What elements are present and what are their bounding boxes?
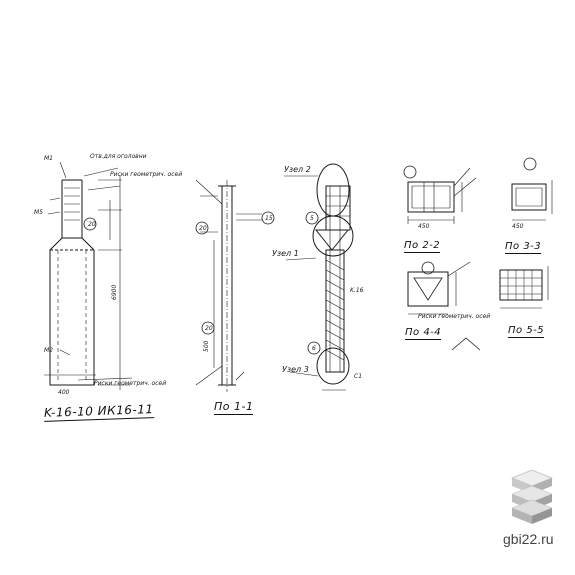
view-1-1-caption: По 1-1 <box>214 400 254 415</box>
note-axes-top: Риски геометрич. осей <box>110 171 182 178</box>
node-top-label: Узел 2 <box>284 165 311 174</box>
note-axes-bottom: Риски геометрич. осей <box>94 380 166 387</box>
node-mid-label: Узел 1 <box>272 249 299 258</box>
label-c1: C1 <box>354 373 362 380</box>
dim-width-1: 400 <box>58 389 70 396</box>
dim-width-2: 450 <box>418 223 430 230</box>
dim-height: 6900 <box>111 285 118 300</box>
reinforcement-cage <box>284 163 354 391</box>
dim-small: 500 <box>203 340 210 352</box>
section-2-2 <box>407 167 477 224</box>
section-3-3-caption: По 3-3 <box>505 241 542 254</box>
circ-15: 15 <box>265 215 273 222</box>
dim-width-3: 450 <box>512 223 524 230</box>
note-axes-right: Риски геометрич. осей <box>418 313 490 320</box>
note-head-opening: Отв.для оголовни <box>90 153 147 160</box>
label-m2: M2 <box>44 347 53 354</box>
section-3-3 <box>511 180 553 221</box>
circ-20-b: 20 <box>199 225 207 232</box>
section-5-5 <box>451 266 549 351</box>
section-4-4 <box>407 261 471 315</box>
section-4-4-caption: По 4-4 <box>405 327 442 340</box>
circ-5: 5 <box>310 215 314 222</box>
callout-circles <box>83 157 537 355</box>
circ-20-c: 20 <box>205 325 213 332</box>
label-m1: M1 <box>44 155 53 162</box>
label-m5: M5 <box>34 209 43 216</box>
site-logo-icon <box>510 469 554 524</box>
section-2-2-caption: По 2-2 <box>404 240 441 253</box>
circ-20-a: 20 <box>88 221 96 228</box>
section-5-5-caption: По 5-5 <box>508 325 545 338</box>
node-bottom-label: Узел 3 <box>282 365 309 374</box>
site-url-watermark[interactable]: gbi22.ru <box>503 531 554 547</box>
column-elevation <box>44 161 133 390</box>
side-view-1-1 <box>195 179 262 392</box>
label-k16: K.16 <box>350 287 364 294</box>
circ-6: 6 <box>312 345 316 352</box>
